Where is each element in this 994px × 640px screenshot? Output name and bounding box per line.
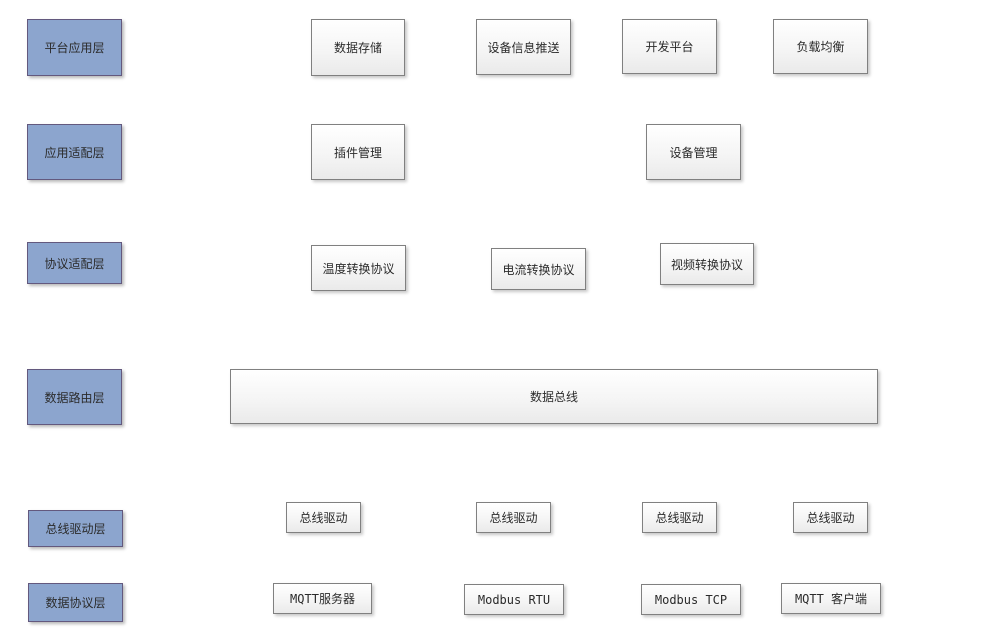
node-bus-driver-1: 总线驱动	[286, 502, 361, 533]
node-bus-driver-3: 总线驱动	[642, 502, 717, 533]
node-modbus-tcp: Modbus TCP	[641, 584, 741, 615]
layer-data-routing: 数据路由层	[27, 369, 122, 425]
node-development-platform: 开发平台	[622, 19, 717, 74]
node-plugin-management: 插件管理	[311, 124, 405, 180]
node-mqtt-client: MQTT 客户端	[781, 583, 881, 614]
node-current-conversion-protocol: 电流转换协议	[491, 248, 586, 290]
node-device-management: 设备管理	[646, 124, 741, 180]
node-temperature-conversion-protocol: 温度转换协议	[311, 245, 406, 291]
node-bus-driver-2: 总线驱动	[476, 502, 551, 533]
node-device-info-push: 设备信息推送	[476, 19, 571, 75]
node-modbus-rtu: Modbus RTU	[464, 584, 564, 615]
node-video-conversion-protocol: 视频转换协议	[660, 243, 754, 285]
layer-protocol-adapter: 协议适配层	[27, 242, 122, 284]
node-mqtt-server: MQTT服务器	[273, 583, 372, 614]
node-load-balancing: 负载均衡	[773, 19, 868, 74]
layer-data-protocol: 数据协议层	[28, 583, 123, 622]
node-data-bus: 数据总线	[230, 369, 878, 424]
layer-bus-driver: 总线驱动层	[28, 510, 123, 547]
layer-platform-application: 平台应用层	[27, 19, 122, 76]
node-data-storage: 数据存储	[311, 19, 405, 76]
node-bus-driver-4: 总线驱动	[793, 502, 868, 533]
layer-application-adapter: 应用适配层	[27, 124, 122, 180]
